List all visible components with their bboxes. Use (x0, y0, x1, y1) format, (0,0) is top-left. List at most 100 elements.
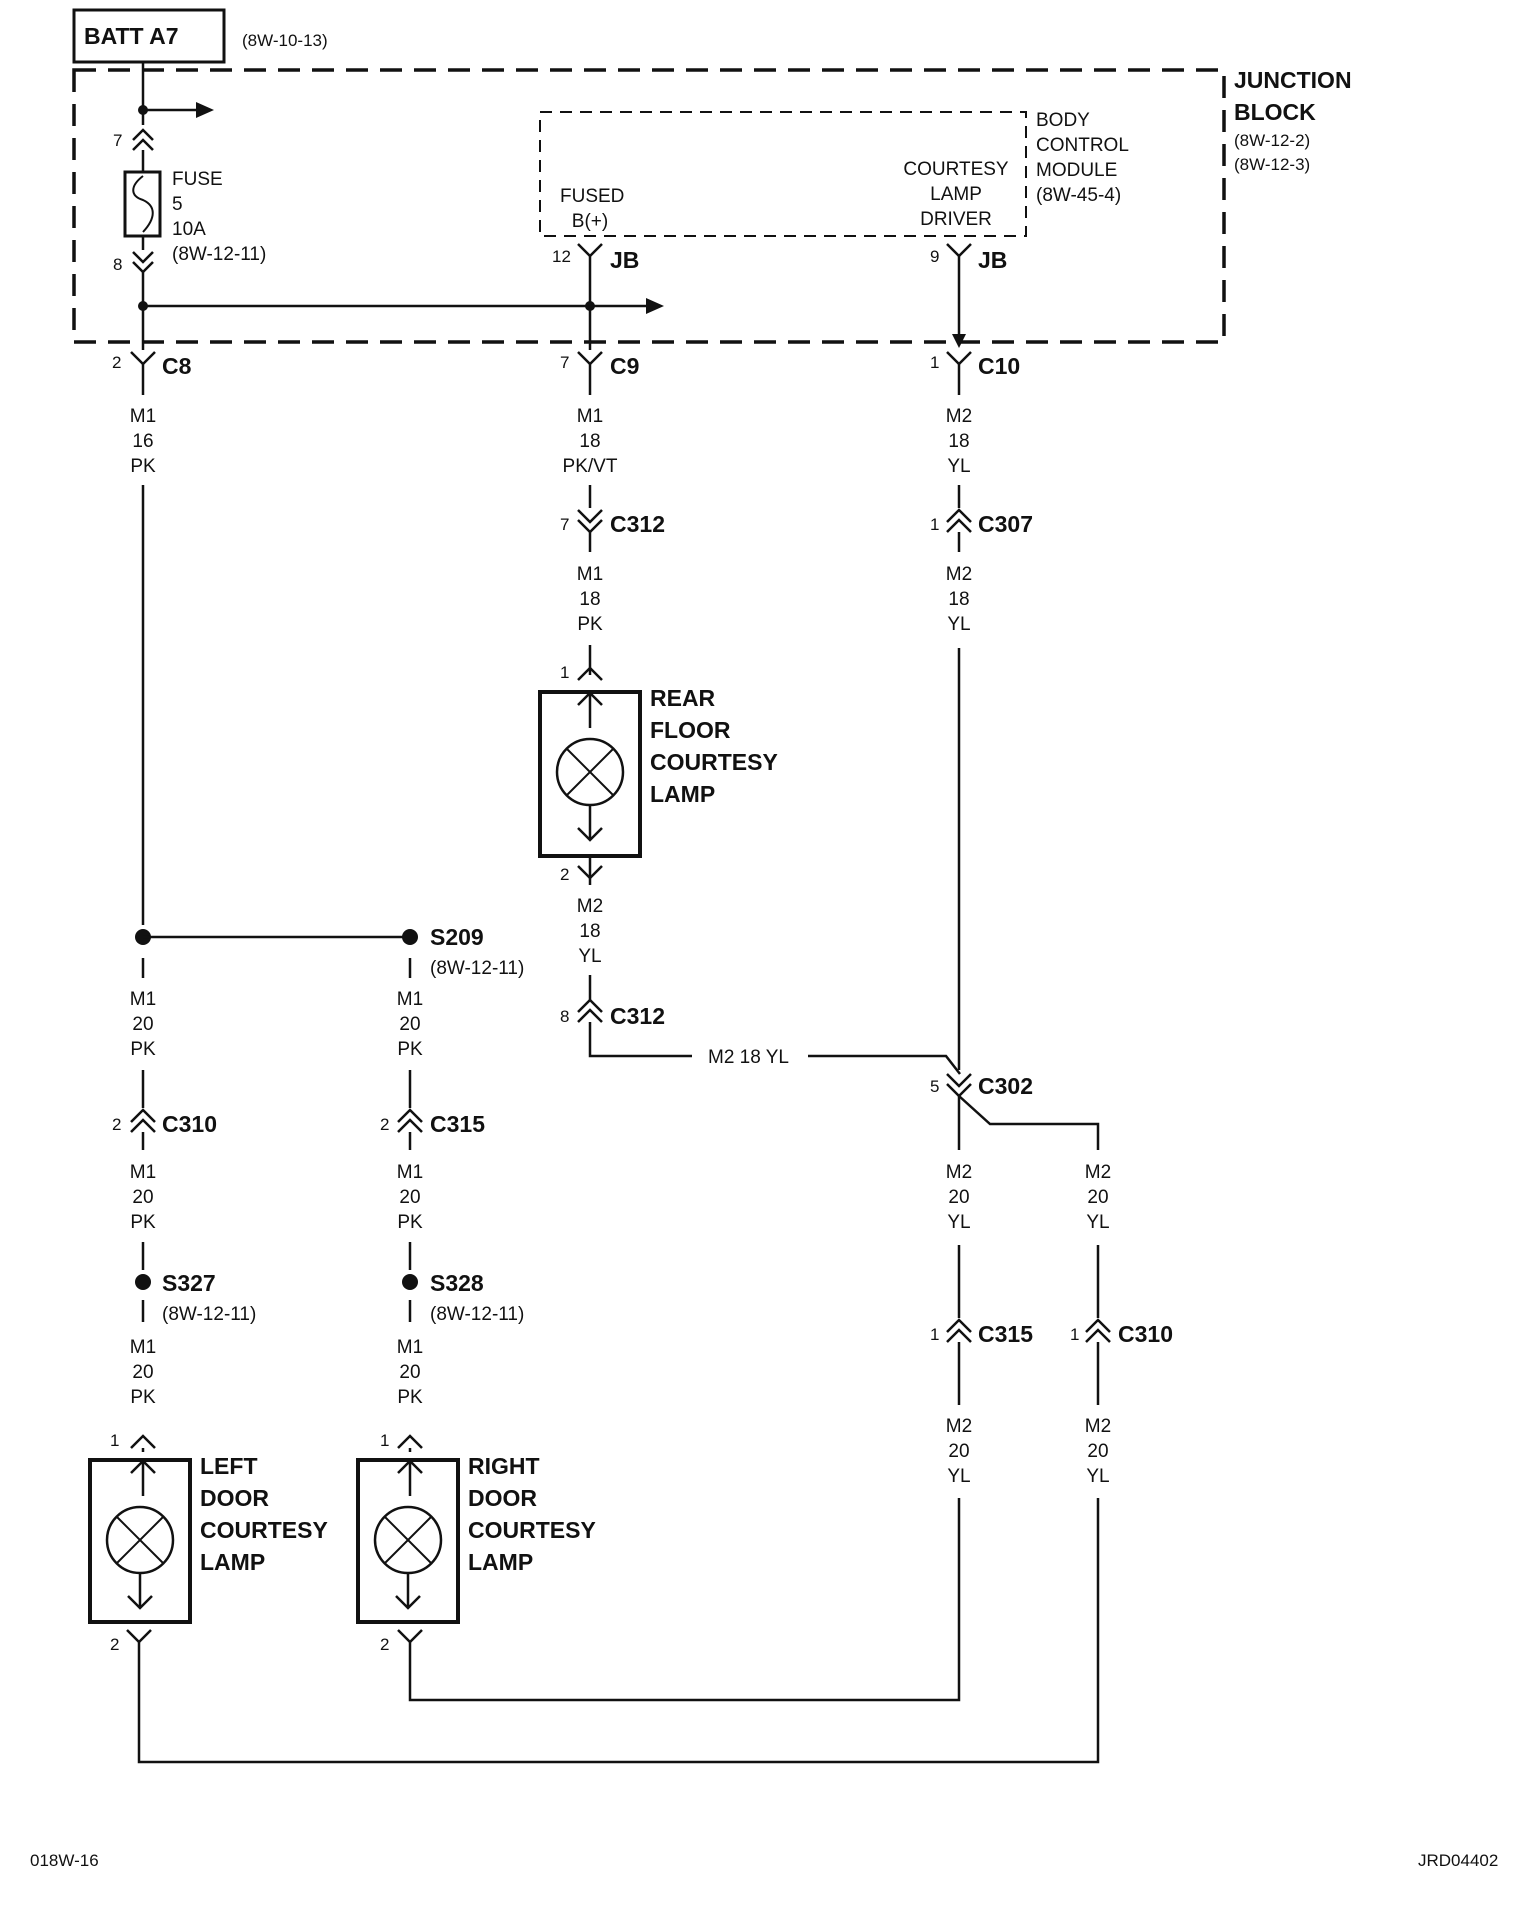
left-s-wire-color: PK (130, 1039, 156, 1060)
junction-block-title-1: JUNCTION (1234, 67, 1352, 93)
c8-wire-gauge: 16 (132, 431, 153, 452)
s328-name: S328 (430, 1270, 484, 1296)
c310l-wire-circuit: M1 (130, 1162, 156, 1183)
fuse-out-chevron (132, 251, 154, 274)
s209-dot (402, 929, 418, 945)
batt-ref: (8W-10-13) (242, 31, 328, 50)
c312-to-c302-wire-a (588, 1022, 692, 1058)
footer-left-code: 018W-16 (30, 1851, 99, 1870)
c310r-to-left-lamp-wire (137, 1498, 1100, 1764)
s327-dot (135, 1274, 151, 1290)
c302a-wire-circuit: M2 (946, 1162, 972, 1183)
c312-top-pin: 7 (560, 515, 569, 534)
c302-connector (946, 1073, 972, 1098)
c310-right-name: C310 (1118, 1321, 1173, 1347)
c307-wire-color: YL (947, 614, 970, 635)
c315l-wire-circuit: M1 (397, 1162, 423, 1183)
c9-connector (577, 351, 603, 366)
fuse-ref: (8W-12-11) (172, 244, 266, 265)
bcm-driver-2: LAMP (930, 184, 982, 205)
s328-dot (402, 1274, 418, 1290)
c302-name: C302 (978, 1073, 1033, 1099)
bcm-line-1: BODY (1036, 110, 1090, 131)
s327-wire-gauge: 20 (132, 1362, 153, 1383)
right-lamp-bulb-x (384, 1516, 432, 1564)
right-lamp-line-4: LAMP (468, 1549, 533, 1575)
c310-left-connector (130, 1108, 156, 1133)
rear-lamp-inner-bottom (577, 805, 603, 842)
c8-wire-circuit: M1 (130, 406, 156, 427)
c307-pin: 1 (930, 515, 939, 534)
c302b-wire-color: YL (1086, 1212, 1109, 1233)
left-lamp-pin-bottom: 2 (110, 1635, 119, 1654)
c8-wire-color: PK (130, 456, 156, 477)
c310r-wire-gauge: 20 (1087, 1441, 1108, 1462)
fuse-pin-out: 8 (113, 255, 122, 274)
left-lamp-top-pin (130, 1434, 156, 1452)
c302-branch-wire (958, 1095, 1100, 1150)
s327-ref: (8W-12-11) (162, 1304, 256, 1325)
c10-wire-circuit: M2 (946, 406, 972, 427)
c307-wire-circuit: M2 (946, 564, 972, 585)
left-s-wire-circuit: M1 (130, 989, 156, 1010)
jb12-pin: 12 (552, 247, 571, 266)
rear-lamp-pin-top: 1 (560, 663, 569, 682)
right-lamp-inner-bottom (395, 1573, 421, 1610)
rear-lamp-wire-circuit: M2 (577, 896, 603, 917)
right-lamp-bottom-pin (397, 1629, 423, 1644)
bcm-driver-3: DRIVER (920, 209, 992, 230)
left-lamp-line-4: LAMP (200, 1549, 265, 1575)
s327-wire-circuit: M1 (130, 1337, 156, 1358)
c9-wire-gauge: 18 (579, 431, 600, 452)
left-lamp-inner-top (130, 1459, 156, 1496)
fuse-number: 5 (172, 194, 183, 215)
rear-lamp-line-3: COURTESY (650, 749, 778, 775)
c10-wire-gauge: 18 (948, 431, 969, 452)
c307-name: C307 (978, 511, 1033, 537)
rear-lamp-line-2: FLOOR (650, 717, 731, 743)
left-lamp-pin-top: 1 (110, 1431, 119, 1450)
c310r-wire-color: YL (1086, 1466, 1109, 1487)
c302-pin: 5 (930, 1077, 939, 1096)
c8-name: C8 (162, 353, 192, 379)
left-lamp-line-2: DOOR (200, 1485, 269, 1511)
rear-lamp-line-4: LAMP (650, 781, 715, 807)
c312-top-name: C312 (610, 511, 665, 537)
c312-bottom-pin: 8 (560, 1007, 569, 1026)
s328-wire-circuit: M1 (397, 1337, 423, 1358)
c9-name: C9 (610, 353, 639, 379)
c315-right-pin: 1 (930, 1325, 939, 1344)
c10-wire-color: YL (947, 456, 970, 477)
s209-name: S209 (430, 924, 484, 950)
c315r-to-right-lamp-wire (408, 1498, 961, 1702)
right-lamp-pin-bottom: 2 (380, 1635, 389, 1654)
bcm-ref: (8W-45-4) (1036, 185, 1121, 206)
junction-block-title-2: BLOCK (1234, 99, 1316, 125)
c310l-wire-gauge: 20 (132, 1187, 153, 1208)
right-s-wire-circuit: M1 (397, 989, 423, 1010)
rear-lamp-bulb-x (566, 748, 614, 796)
c307-wire-gauge: 18 (948, 589, 969, 610)
c310-left-name: C310 (162, 1111, 217, 1137)
c302a-wire-color: YL (947, 1212, 970, 1233)
bcm-fused-1: FUSED (560, 186, 624, 207)
c310r-wire-circuit: M2 (1085, 1416, 1111, 1437)
bcm-line-3: MODULE (1036, 160, 1117, 181)
c315l-wire-gauge: 20 (399, 1187, 420, 1208)
fuse-label: FUSE (172, 169, 223, 190)
c310l-wire-color: PK (130, 1212, 156, 1233)
jb9-pin: 9 (930, 247, 939, 266)
c315-right-name: C315 (978, 1321, 1033, 1347)
left-lamp-inner-bottom (127, 1573, 153, 1610)
left-s-wire-gauge: 20 (132, 1014, 153, 1035)
bcm-line-2: CONTROL (1036, 135, 1129, 156)
c8-connector (130, 351, 156, 366)
c315-right-connector (946, 1318, 972, 1343)
rear-lamp-pin-bottom: 2 (560, 865, 569, 884)
c315l-wire-color: PK (397, 1212, 423, 1233)
jb9-arrow-head (952, 334, 966, 348)
footer-right-code: JRD04402 (1418, 1851, 1498, 1870)
fuse-in-chevron (132, 128, 154, 151)
jb9-name: JB (978, 247, 1007, 273)
bcm-border (539, 111, 1027, 237)
